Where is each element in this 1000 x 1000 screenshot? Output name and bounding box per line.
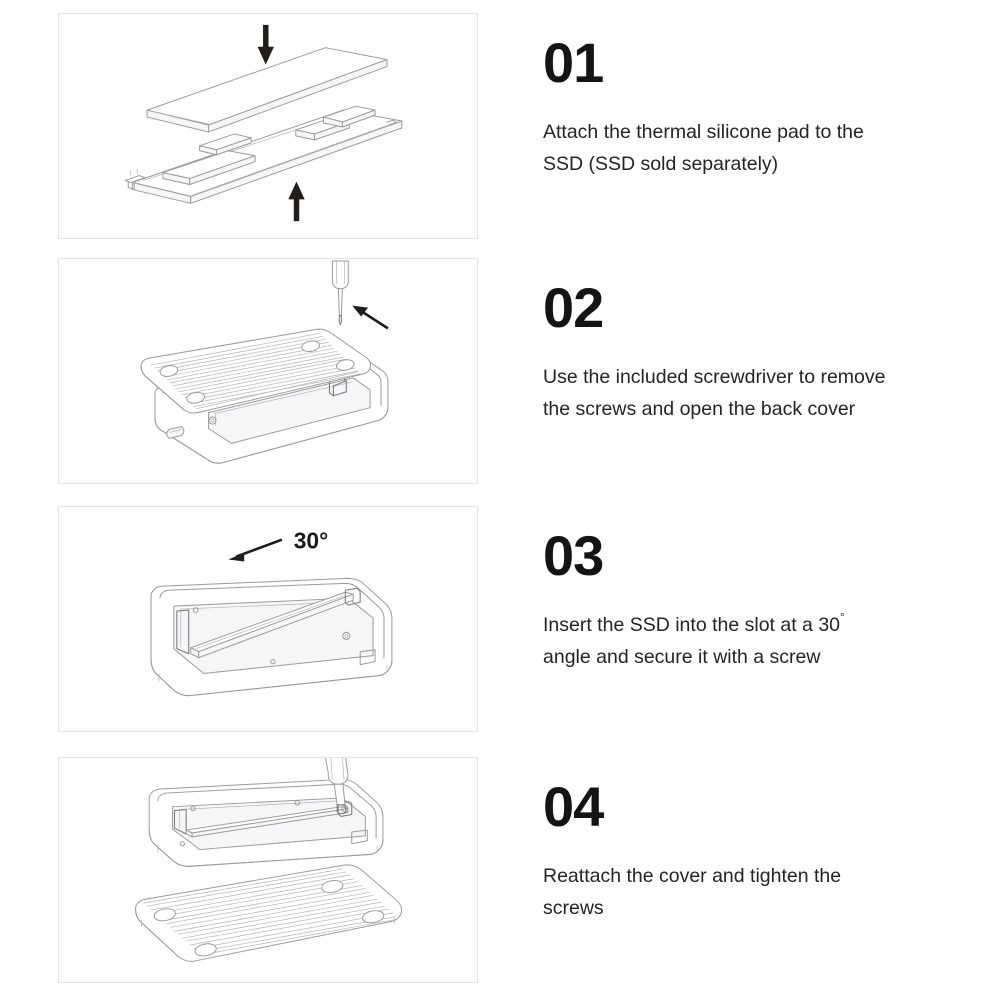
- arrow-diagonal-up-left-icon: [352, 305, 389, 330]
- cover-ribs-04: [142, 868, 396, 956]
- angle-label: 30°: [294, 528, 328, 554]
- ribbed-cover-graphic-04: [135, 864, 403, 962]
- step-number-02: 02: [543, 276, 604, 339]
- step-text-line1: Use the included screwdriver to remove: [543, 366, 886, 388]
- step-row-04: 04 Reattach the cover and tighten the sc…: [0, 757, 1000, 983]
- screwdriver-icon: [325, 758, 349, 815]
- illustration-panel-02: [58, 258, 478, 484]
- step-text-line2: angle and secure it with a screw: [543, 645, 821, 668]
- thermal-pad-graphic: [146, 47, 388, 133]
- step-number-04: 04: [543, 775, 604, 838]
- illustration-panel-03: 30°: [58, 506, 478, 732]
- step-copy-04: 04 Reattach the cover and tighten the sc…: [543, 757, 963, 983]
- step-copy-01: 01 Attach the thermal silicone pad to th…: [543, 13, 963, 239]
- cover-ribs: [150, 332, 361, 410]
- angle-annotation: 30°: [228, 528, 328, 562]
- step-description-04: Reattach the cover and tighten the screw…: [543, 861, 953, 924]
- step-text-line2: the screws and open the back cover: [543, 397, 856, 420]
- step-text-line2: SSD (SSD sold separately): [543, 152, 779, 175]
- step-description-01: Attach the thermal silicone pad to the S…: [543, 117, 953, 180]
- step-description-03: Insert the SSD into the slot at a 30° an…: [543, 610, 953, 673]
- ribbed-cover-graphic: [140, 328, 371, 414]
- arrow-down-icon: [257, 24, 274, 65]
- illustration-panel-04: [58, 757, 478, 983]
- ssd-board-graphic: [124, 105, 403, 204]
- step-copy-02: 02 Use the included screwdriver to remov…: [543, 258, 963, 484]
- step-text-line2: screws: [543, 896, 604, 919]
- step-text-line1: Reattach the cover and tighten the: [543, 865, 842, 887]
- degree-symbol: °: [840, 610, 845, 624]
- step-number-03: 03: [543, 524, 604, 587]
- step-text-line1: Attach the thermal silicone pad to the: [543, 121, 864, 143]
- step-row-03: 30° 03 Insert the SSD into the slot at a…: [0, 506, 1000, 732]
- open-enclosure-graphic: [150, 577, 393, 697]
- step-text-line1: Insert the SSD into the slot at a 30: [543, 614, 841, 636]
- step-description-02: Use the included screwdriver to remove t…: [543, 362, 953, 425]
- step-copy-03: 03 Insert the SSD into the slot at a 30°…: [543, 506, 963, 732]
- usb-c-port-icon: [166, 426, 185, 439]
- screwdriver-icon: [331, 260, 349, 325]
- enclosure-base-graphic-04: [148, 778, 384, 867]
- step-number-01: 01: [543, 31, 604, 94]
- illustration-panel-01: [58, 13, 478, 239]
- arrow-up-icon: [288, 181, 305, 222]
- step-row-01: 01 Attach the thermal silicone pad to th…: [0, 13, 1000, 239]
- step-row-02: 02 Use the included screwdriver to remov…: [0, 258, 1000, 484]
